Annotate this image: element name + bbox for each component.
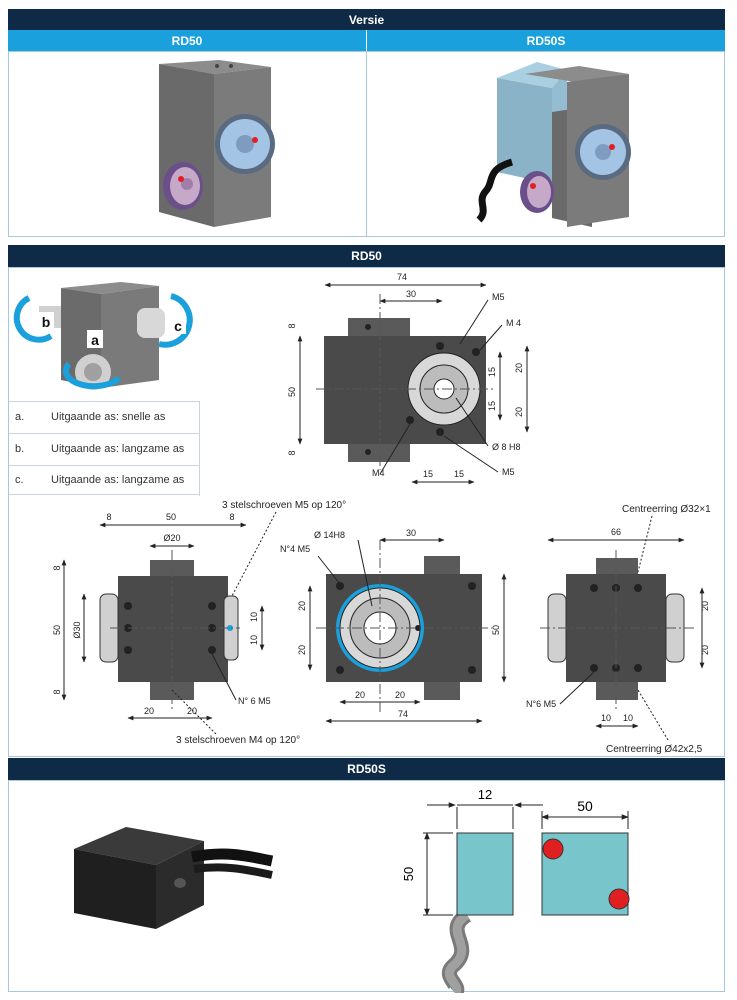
dim-30-top: 30 [406,289,416,299]
rd50-product-panel [8,51,367,237]
dim-20-mid-b: 20 [297,645,307,655]
legend-text: Uitgaande as: langzame as [51,474,185,486]
legend-row-b: b. Uitgaande as: langzame as [9,433,199,463]
dim-20-right-a: 20 [700,601,710,611]
dim-50-rd50s-h: 50 [577,798,593,814]
dim-20-mid-c: 20 [355,690,365,700]
legend-row-c: c. Uitgaande as: langzame as [9,465,199,495]
label-n6-m5-left: N° 6 M5 [238,696,271,706]
axis-tag-a: a [91,332,99,348]
label-m5-bottom: M5 [502,467,515,477]
rd50s-label: RD50S [526,33,566,48]
rd50s-drawing: 12 50 50 [401,787,630,993]
dia-30-left: Ø30 [72,621,82,638]
rd50s-sensor-image [74,827,274,929]
drawing-left-view: 8 50 8 Ø20 8 50 8 Ø30 10 10 20 20 3 stel… [52,500,346,746]
dim-8-left-b: 8 [229,512,234,522]
rd50-label: RD50 [171,33,203,48]
rd50-section-header: RD50 [8,245,725,267]
axes-image-panel: b c a [9,268,199,400]
dim-8-left-d: 8 [52,689,62,694]
label-n4-m5: N°4 M5 [280,544,310,554]
dim-8-top-a: 8 [287,323,297,328]
legend-key: b. [15,442,25,455]
dim-74-mid: 74 [398,709,408,719]
dim-50-rd50s-v: 50 [401,867,416,881]
axes-image: b c a [13,282,193,390]
label-n6-m5-right: N°6 M5 [526,699,556,709]
label-screws-m4: 3 stelschroeven M4 op 120° [176,735,300,746]
rd50s-product-image [476,62,631,227]
dim-8-left-c: 8 [52,565,62,570]
dia-20-left: Ø20 [163,533,180,543]
dim-50-left-v: 50 [52,625,62,635]
legend-text: Uitgaande as: langzame as [51,442,185,455]
drawing-side-view: 66 Centreerring Ø32×1 20 20 N°6 M5 10 10… [526,504,711,755]
label-dia-14h8: Ø 14H8 [314,530,345,540]
label-m5-top: M5 [492,292,505,302]
dim-50-mid: 50 [491,625,501,635]
dim-15-top-a: 15 [487,367,497,377]
label-centreer-bottom: Centreerring Ø42x2,5 [606,744,703,755]
label-centreer-top: Centreerring Ø32×1 [622,504,711,515]
versie-title: Versie [348,12,385,27]
legend-key: a. [15,410,25,423]
label-dia-8h8: Ø 8 H8 [492,442,521,452]
rd50s-panel: 12 50 50 [8,780,725,993]
dim-20-mid-d: 20 [395,690,405,700]
label-screws-m5: 3 stelschroeven M5 op 120° [222,500,346,511]
dim-10-left-b: 10 [249,635,259,645]
rd50-tab: RD50 [8,30,366,51]
legend-text: Uitgaande as: snelle as [51,410,166,423]
dim-74-top: 74 [397,272,407,282]
dim-10-left-a: 10 [249,612,259,622]
dim-50-left: 50 [166,512,176,522]
dim-30-mid: 30 [406,528,416,538]
dim-20-right-b: 20 [700,645,710,655]
rd50-product-image [159,60,275,227]
axes-legend: a. Uitgaande as: snelle as b. Uitgaande … [9,401,200,496]
rd50s-product-panel [366,51,725,237]
label-m4-bottom: M4 [372,468,385,478]
dim-15-top-b: 15 [487,401,497,411]
dim-8-left-a: 8 [106,512,111,522]
dim-10-right-a: 10 [601,713,611,723]
drawing-front-view: 30 Ø 14H8 N°4 M5 20 20 50 20 20 74 [280,528,507,724]
dim-20-left-b: 20 [187,706,197,716]
dim-20-top-b: 20 [514,407,524,417]
dim-12-rd50s: 12 [478,787,492,802]
legend-row-a: a. Uitgaande as: snelle as [9,401,199,431]
dim-10-right-b: 10 [623,713,633,723]
versie-header: Versie [8,9,725,30]
rd50s-tab: RD50S [367,30,725,51]
dim-50-top: 50 [287,387,297,397]
rd50-section-title: RD50 [351,249,382,263]
label-m4-top: M 4 [506,318,521,328]
dim-15-top-d: 15 [454,469,464,479]
legend-key: c. [15,474,24,486]
dim-20-mid-a: 20 [297,601,307,611]
dim-20-left-a: 20 [144,706,154,716]
dim-15-top-c: 15 [423,469,433,479]
rd50s-section-header: RD50S [8,758,725,780]
dim-20-top-a: 20 [514,363,524,373]
axis-tag-c: c [174,318,182,334]
dim-8-top-b: 8 [287,450,297,455]
rd50s-section-title: RD50S [347,762,386,776]
drawing-top-view: 74 30 50 8 8 20 20 15 15 15 15 M5 M 4 M4… [287,272,530,485]
axis-tag-b: b [42,314,51,330]
dim-66-right: 66 [611,527,621,537]
